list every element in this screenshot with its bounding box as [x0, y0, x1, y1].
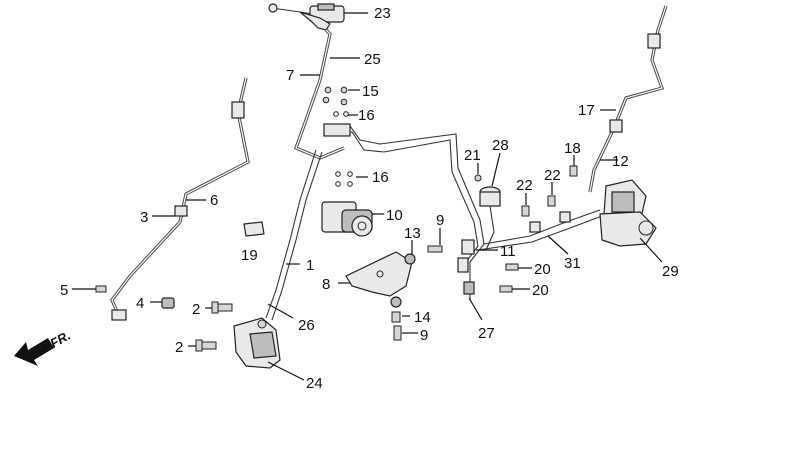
bolt-18 — [569, 165, 578, 177]
washers-16-lower — [335, 171, 353, 187]
label-16-upper: 16 — [358, 107, 375, 124]
label-6: 6 — [210, 192, 218, 209]
label-14: 14 — [414, 309, 431, 326]
label-17: 17 — [578, 102, 595, 119]
label-1: 1 — [306, 257, 314, 274]
label-3: 3 — [140, 209, 148, 226]
brake-hose-front-upper — [293, 28, 345, 160]
label-10: 10 — [386, 207, 403, 224]
bolts-15 — [322, 86, 348, 106]
arrow-left-icon — [14, 338, 54, 366]
label-31: 31 — [564, 255, 581, 272]
label-9-lower: 9 — [420, 327, 428, 344]
label-22-right: 22 — [544, 167, 561, 184]
main-brake-pipe-bundle — [265, 123, 485, 321]
bolts-22 — [521, 195, 556, 217]
label-23: 23 — [374, 5, 391, 22]
front-direction-indicator: FR. — [14, 328, 73, 366]
front-brake-caliper — [233, 317, 281, 369]
clip-4 — [161, 297, 175, 309]
label-22-left: 22 — [516, 177, 533, 194]
rear-brake-hose-17 — [588, 5, 668, 193]
label-8: 8 — [322, 276, 330, 293]
leader-lines — [72, 12, 663, 381]
label-21: 21 — [464, 147, 481, 164]
label-19: 19 — [241, 247, 258, 264]
pipe-junction-11 — [457, 239, 475, 300]
bolts-20 — [499, 263, 519, 293]
grommet-14 — [390, 296, 402, 323]
front-master-cylinder — [268, 3, 345, 31]
label-20-lower: 20 — [532, 282, 549, 299]
bolt-9-lower — [393, 325, 402, 341]
grommet-13 — [404, 253, 416, 265]
label-28: 28 — [492, 137, 509, 154]
abs-modulator — [321, 201, 373, 237]
label-11: 11 — [500, 243, 516, 260]
washers-16-upper — [333, 111, 349, 117]
label-24: 24 — [306, 375, 323, 392]
abs-bracket — [345, 251, 413, 297]
label-2-upper: 2 — [192, 301, 200, 318]
bolt-2-lower — [195, 339, 217, 352]
bolt-21 — [474, 174, 482, 182]
label-9-upper: 9 — [436, 212, 444, 229]
label-5: 5 — [60, 282, 68, 299]
label-16-lower: 16 — [372, 169, 389, 186]
label-4: 4 — [136, 295, 144, 312]
label-26: 26 — [298, 317, 315, 334]
label-27: 27 — [478, 325, 495, 342]
label-18: 18 — [564, 140, 581, 157]
callout-numbers: 23 25 7 15 16 16 6 3 19 10 21 28 22 22 1… — [60, 5, 679, 392]
label-29: 29 — [662, 263, 679, 280]
label-2-lower: 2 — [175, 339, 183, 356]
rear-reservoir — [479, 186, 501, 251]
label-25: 25 — [364, 51, 381, 68]
bolt-2-upper — [211, 301, 233, 314]
bolt-9-upper — [427, 245, 443, 253]
label-7: 7 — [286, 67, 294, 84]
label-20-upper: 20 — [534, 261, 551, 278]
rear-brake-pipe-31 — [477, 209, 603, 251]
bolt-5 — [95, 285, 107, 293]
rear-caliper-bracket — [599, 211, 657, 247]
brake-pipe-left-front — [110, 77, 250, 321]
label-12: 12 — [612, 153, 629, 170]
clamp-19 — [243, 221, 265, 237]
label-13: 13 — [404, 225, 421, 242]
label-15: 15 — [362, 83, 379, 100]
